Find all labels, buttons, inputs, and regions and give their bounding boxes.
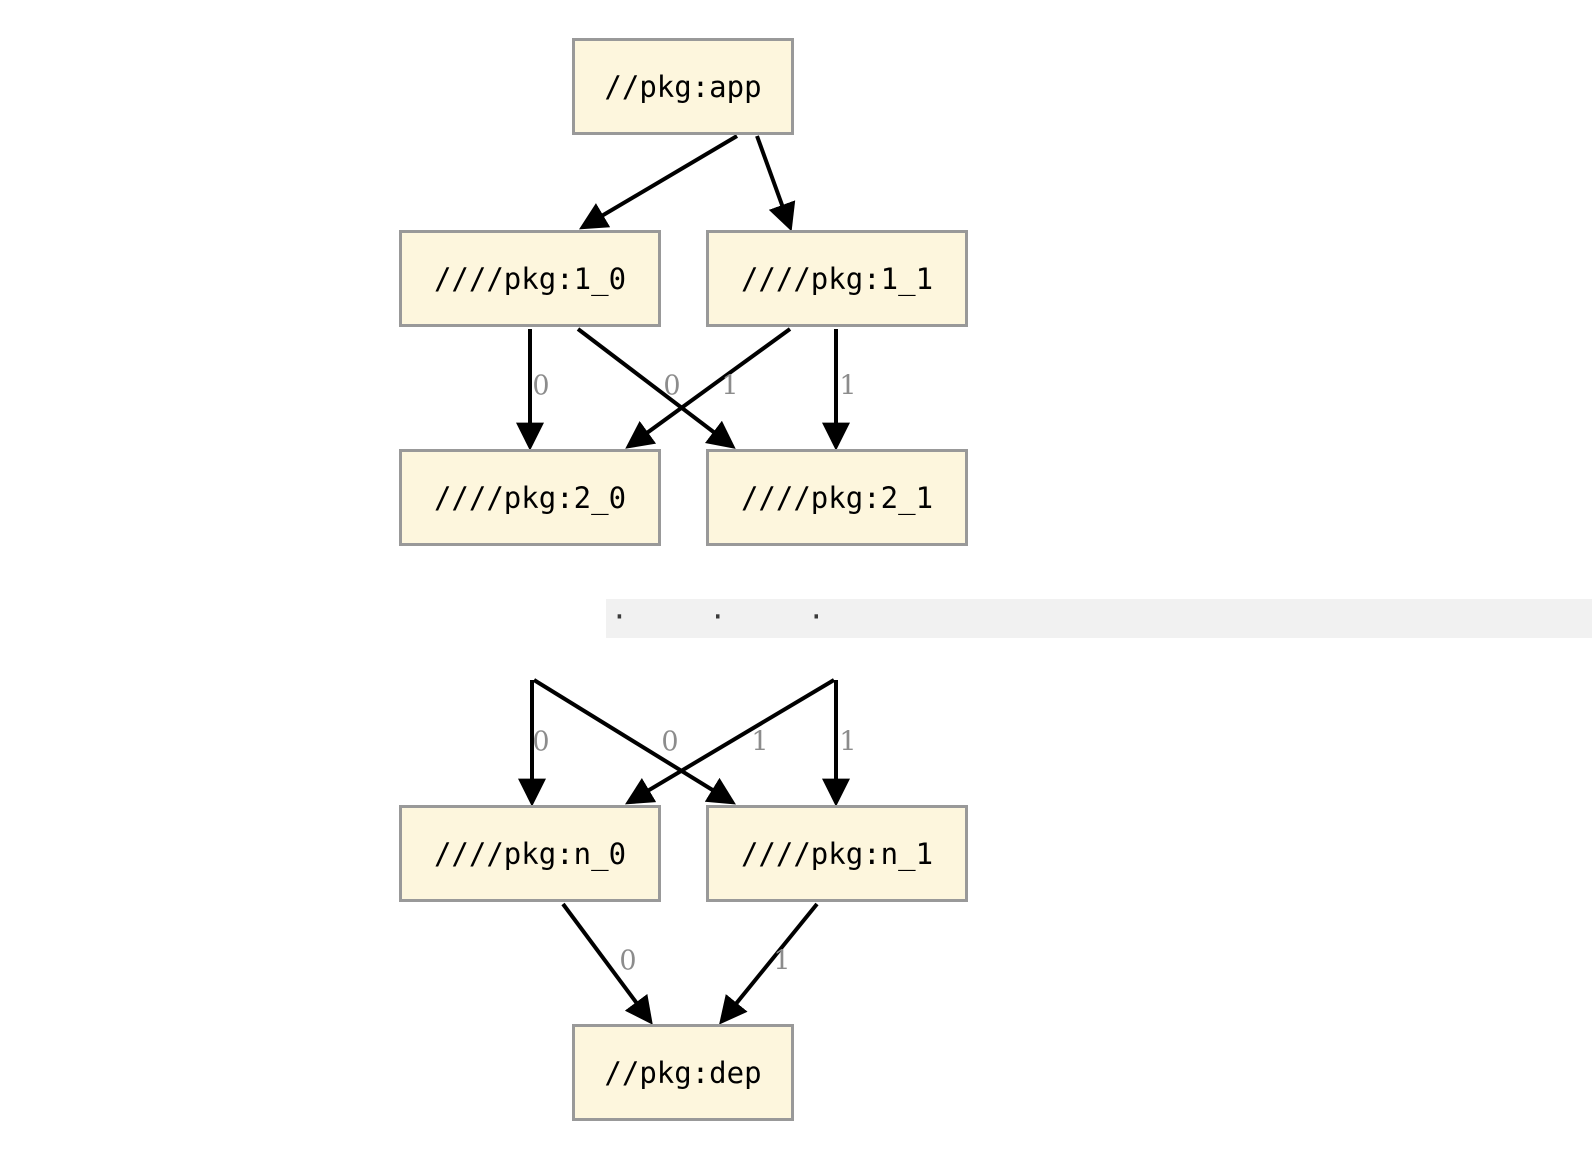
node-label: ////pkg:1_0	[433, 261, 627, 296]
edge-label: 1	[721, 370, 739, 402]
edge-label: 0	[532, 726, 550, 758]
edge-lines	[516, 134, 850, 1025]
edge-line	[719, 902, 819, 1025]
node-l2_1[interactable]: ////pkg:2_1	[706, 449, 968, 546]
edge-line	[755, 135, 796, 232]
edge-label: 0	[661, 726, 679, 758]
node-label: ////pkg:2_1	[740, 480, 934, 515]
edge-label: 1	[773, 945, 791, 977]
node-label: ////pkg:n_1	[740, 836, 934, 871]
edge-label: 1	[839, 370, 857, 402]
edge-label: 0	[619, 945, 637, 977]
edge-label: 1	[751, 726, 769, 758]
edge-label: 1	[839, 726, 857, 758]
edge-line	[625, 327, 792, 449]
edge-label: 0	[663, 370, 681, 402]
node-dep[interactable]: //pkg:dep	[572, 1024, 794, 1121]
edge-line	[576, 327, 736, 449]
edge-line	[578, 134, 739, 230]
edge-line	[624, 678, 836, 805]
node-l2_0[interactable]: ////pkg:2_0	[399, 449, 661, 546]
node-app[interactable]: //pkg:app	[572, 38, 794, 135]
node-l1_0[interactable]: ////pkg:1_0	[399, 230, 661, 327]
ellipsis-continuation-band: · · ·	[606, 599, 1592, 638]
node-label: //pkg:dep	[604, 1055, 762, 1090]
node-label: ////pkg:1_1	[740, 261, 934, 296]
node-ln_1[interactable]: ////pkg:n_1	[706, 805, 968, 902]
node-ln_0[interactable]: ////pkg:n_0	[399, 805, 661, 902]
node-label: //pkg:app	[604, 69, 762, 104]
ellipsis-dots: · · ·	[614, 597, 844, 637]
node-label: ////pkg:n_0	[433, 836, 627, 871]
node-label: ////pkg:2_0	[433, 480, 627, 515]
edge-line	[532, 678, 736, 805]
node-l1_1[interactable]: ////pkg:1_1	[706, 230, 968, 327]
edge-line	[561, 902, 653, 1025]
edge-label: 0	[532, 370, 550, 402]
